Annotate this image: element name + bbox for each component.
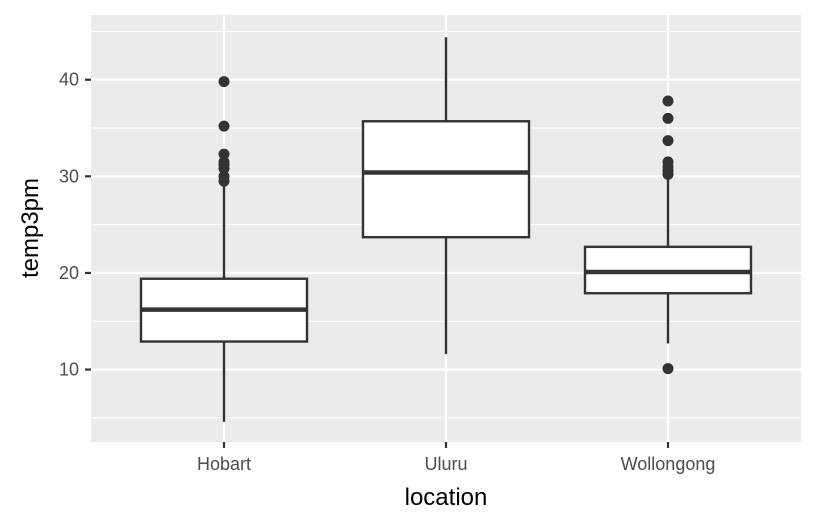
- outlier-point: [218, 76, 230, 88]
- outlier-point: [662, 363, 674, 375]
- iqr-box: [361, 120, 531, 239]
- outlier-point: [662, 135, 674, 147]
- x-axis-title: location: [405, 484, 488, 511]
- outlier-point: [662, 112, 674, 124]
- y-tick-label: 30: [59, 166, 79, 186]
- box-group: [583, 95, 753, 375]
- x-tick-label: Wollongong: [621, 454, 716, 474]
- y-tick-label: 40: [59, 70, 79, 90]
- y-tick-label: 10: [59, 360, 79, 380]
- box-group: [139, 76, 309, 422]
- y-tick-label: 20: [59, 263, 79, 283]
- x-tick-label: Uluru: [424, 454, 467, 474]
- box-layer: [139, 37, 753, 422]
- box-group: [361, 37, 531, 355]
- x-tick-label: Hobart: [197, 454, 251, 474]
- outlier-point: [218, 148, 230, 160]
- outlier-point: [218, 170, 230, 182]
- outlier-point: [662, 156, 674, 168]
- outlier-point: [218, 156, 230, 168]
- outlier-point: [662, 95, 674, 107]
- outlier-point: [218, 120, 230, 132]
- y-axis-title: temp3pm: [17, 178, 44, 278]
